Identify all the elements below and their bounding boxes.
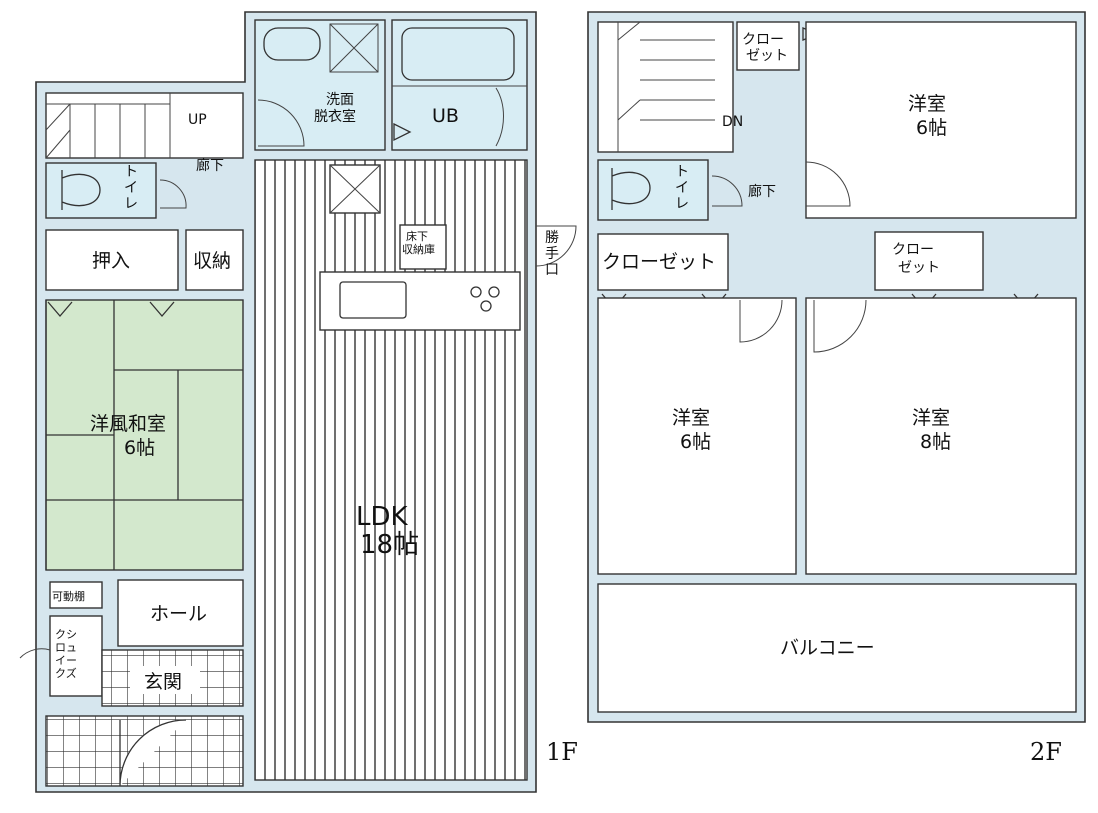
oshiire[interactable]: 押入 — [45, 229, 179, 291]
storage-label: 収納 — [193, 250, 231, 272]
toilet-bowl-icon-2f — [611, 168, 651, 210]
entrance-label: 玄関 — [144, 671, 182, 693]
unit-bath[interactable]: UB — [391, 19, 528, 151]
second-floor-toilet[interactable]: トイレ — [597, 159, 743, 221]
mid-closet-label: クローゼット — [892, 242, 940, 276]
floor-label-1f: 1F — [546, 738, 578, 766]
underfloor-storage-label: 床下収納庫 — [402, 229, 435, 256]
toilet-bowl-icon — [61, 170, 101, 210]
oshiire-label: 押入 — [92, 250, 130, 272]
first-floor-stairs[interactable]: UP — [45, 92, 244, 159]
balcony-label: バルコニー — [780, 637, 875, 659]
floor-label-2f: 2F — [1030, 738, 1062, 766]
long-closet-label: クローゼット — [602, 251, 716, 273]
small-closet-2f[interactable]: クローゼット — [736, 21, 820, 71]
washroom[interactable]: 洗面脱衣室 — [254, 19, 386, 151]
second-floor-stairs[interactable]: DN — [597, 21, 743, 153]
hall-label: ホール — [150, 603, 207, 625]
first-floor-toilet[interactable]: トイレ — [45, 162, 187, 219]
porch[interactable] — [45, 715, 244, 787]
stove-burners-icon — [470, 286, 500, 312]
service-door[interactable]: 勝手口 — [535, 225, 577, 278]
storage-closet[interactable]: 収納 — [185, 229, 244, 291]
unit-bath-label: UB — [432, 105, 459, 127]
stairs-up-label: UP — [188, 112, 207, 128]
entry-hall[interactable]: ホール — [117, 579, 244, 647]
balcony[interactable]: バルコニー — [597, 583, 1077, 713]
shoe-closet-label: クシロュイークズ — [55, 628, 77, 680]
service-door-label: 勝手口 — [545, 230, 559, 278]
hallway-label-1f: 廊下 — [196, 157, 224, 174]
small-closet-label: クローゼット — [742, 32, 788, 64]
genkan-entrance[interactable]: 玄関 — [101, 649, 244, 707]
first-floor: UP トイレ 廊下 押入 収納 — [19, 11, 578, 793]
movable-shelf[interactable]: 可動棚 — [49, 581, 103, 609]
washroom-label: 洗面脱衣室 — [314, 92, 356, 125]
hallway-label-2f: 廊下 — [748, 183, 776, 200]
toilet-label-1f: トイレ — [124, 164, 138, 212]
shelf-label: 可動棚 — [52, 589, 85, 603]
shoe-closet[interactable]: クシロュイークズ — [19, 615, 103, 697]
stairs-down-label: DN — [722, 114, 743, 130]
toilet-label-2f: トイレ — [675, 164, 689, 212]
